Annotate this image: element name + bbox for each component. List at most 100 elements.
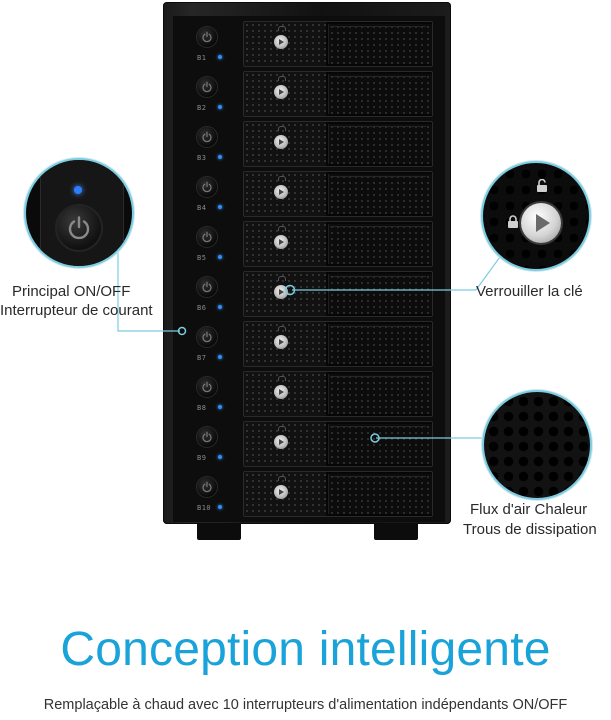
- vent-label-line2: Trous de dissipation: [463, 521, 597, 538]
- power-switch-slot: B9: [185, 421, 231, 469]
- power-switch-slot: B6: [185, 271, 231, 319]
- bay-status-led: [218, 305, 222, 309]
- lock-indicator-icon: [278, 376, 286, 381]
- bay-status-led: [218, 455, 222, 459]
- drive-tray[interactable]: [243, 221, 433, 267]
- tray-handle[interactable]: [330, 226, 426, 243]
- bay-status-led: [218, 155, 222, 159]
- tray-vent-right: [328, 424, 432, 464]
- drive-tray[interactable]: [243, 121, 433, 167]
- tray-vent-right: [328, 174, 432, 214]
- bay-power-button[interactable]: [197, 377, 217, 397]
- enclosure-foot-right: [374, 524, 418, 540]
- lock-icon: [507, 215, 519, 234]
- tray-key-lock-icon[interactable]: [274, 335, 288, 349]
- power-icon: [202, 481, 212, 493]
- power-switch-slot: B3: [185, 121, 231, 169]
- drive-tray[interactable]: [243, 21, 433, 67]
- drive-tray[interactable]: [243, 271, 433, 317]
- vent-holes-icon: [482, 390, 592, 500]
- drive-tray[interactable]: [243, 171, 433, 217]
- tray-key-lock-icon[interactable]: [274, 285, 288, 299]
- bay-power-button[interactable]: [197, 27, 217, 47]
- tray-key-lock-icon[interactable]: [274, 35, 288, 49]
- lock-indicator-icon: [278, 76, 286, 81]
- lock-indicator-icon: [278, 126, 286, 131]
- power-icon: [202, 231, 212, 243]
- bay-number-label: B7: [197, 354, 207, 362]
- lock-label: Verrouiller la clé: [476, 283, 583, 300]
- tray-handle[interactable]: [330, 76, 426, 93]
- bay-status-led: [218, 55, 222, 59]
- bay-power-button[interactable]: [197, 277, 217, 297]
- bay-number-label: B10: [197, 504, 212, 512]
- tray-key-lock-icon[interactable]: [274, 435, 288, 449]
- drive-bays: [243, 16, 433, 522]
- tray-key-lock-icon[interactable]: [274, 485, 288, 499]
- tray-key-lock-icon[interactable]: [274, 85, 288, 99]
- tray-vent-right: [328, 374, 432, 414]
- enclosure-foot-left: [197, 524, 241, 540]
- power-icon: [202, 281, 212, 293]
- drive-tray[interactable]: [243, 421, 433, 467]
- power-icon: [202, 131, 212, 143]
- tray-handle[interactable]: [330, 476, 426, 493]
- lock-indicator-icon: [278, 26, 286, 31]
- power-icon: [202, 381, 212, 393]
- drive-tray[interactable]: [243, 321, 433, 367]
- power-callout-zoom: [24, 158, 134, 268]
- tray-handle[interactable]: [330, 176, 426, 193]
- tray-key-lock-icon[interactable]: [274, 135, 288, 149]
- tray-vent-right: [328, 474, 432, 514]
- lock-indicator-icon: [278, 276, 286, 281]
- tray-key-lock-icon[interactable]: [274, 385, 288, 399]
- bay-status-led: [218, 505, 222, 509]
- bay-power-button[interactable]: [197, 427, 217, 447]
- bay-number-label: B1: [197, 54, 207, 62]
- tray-key-lock-icon[interactable]: [274, 235, 288, 249]
- bay-status-led: [218, 355, 222, 359]
- bay-power-button[interactable]: [197, 227, 217, 247]
- power-icon: [202, 31, 212, 43]
- power-label-line1: Principal ON/OFF: [12, 283, 131, 300]
- bay-power-button[interactable]: [197, 177, 217, 197]
- tray-key-lock-icon[interactable]: [274, 185, 288, 199]
- power-switch-slot: B2: [185, 71, 231, 119]
- bay-power-button[interactable]: [197, 127, 217, 147]
- bay-number-label: B4: [197, 204, 207, 212]
- tray-handle[interactable]: [330, 326, 426, 343]
- vent-label-line1: Flux d'air Chaleur: [470, 501, 588, 518]
- drive-tray[interactable]: [243, 371, 433, 417]
- power-icon: [202, 331, 212, 343]
- lock-indicator-icon: [278, 226, 286, 231]
- key-lock-icon: [521, 203, 561, 243]
- tray-handle[interactable]: [330, 126, 426, 143]
- lock-callout-zoom: [481, 161, 591, 271]
- power-switch-slot: B1: [185, 21, 231, 69]
- power-switch-slot: B5: [185, 221, 231, 269]
- power-switch-slot: B4: [185, 171, 231, 219]
- drive-tray[interactable]: [243, 71, 433, 117]
- tray-vent-right: [328, 274, 432, 314]
- tray-vent-right: [328, 24, 432, 64]
- bay-power-button[interactable]: [197, 77, 217, 97]
- power-icon: [202, 81, 212, 93]
- tray-handle[interactable]: [330, 426, 426, 443]
- power-label-line2: Interrupteur de courant: [0, 302, 153, 319]
- drive-tray[interactable]: [243, 471, 433, 517]
- tray-vent-right: [328, 74, 432, 114]
- power-icon: [57, 206, 101, 250]
- bay-number-label: B9: [197, 454, 207, 462]
- lock-indicator-icon: [278, 476, 286, 481]
- lock-indicator-icon: [278, 426, 286, 431]
- bay-power-button[interactable]: [197, 327, 217, 347]
- tray-handle[interactable]: [330, 376, 426, 393]
- bay-number-label: B3: [197, 154, 207, 162]
- bay-power-button[interactable]: [197, 477, 217, 497]
- tray-handle[interactable]: [330, 276, 426, 293]
- bay-number-label: B2: [197, 104, 207, 112]
- tray-handle[interactable]: [330, 26, 426, 43]
- power-icon: [202, 431, 212, 443]
